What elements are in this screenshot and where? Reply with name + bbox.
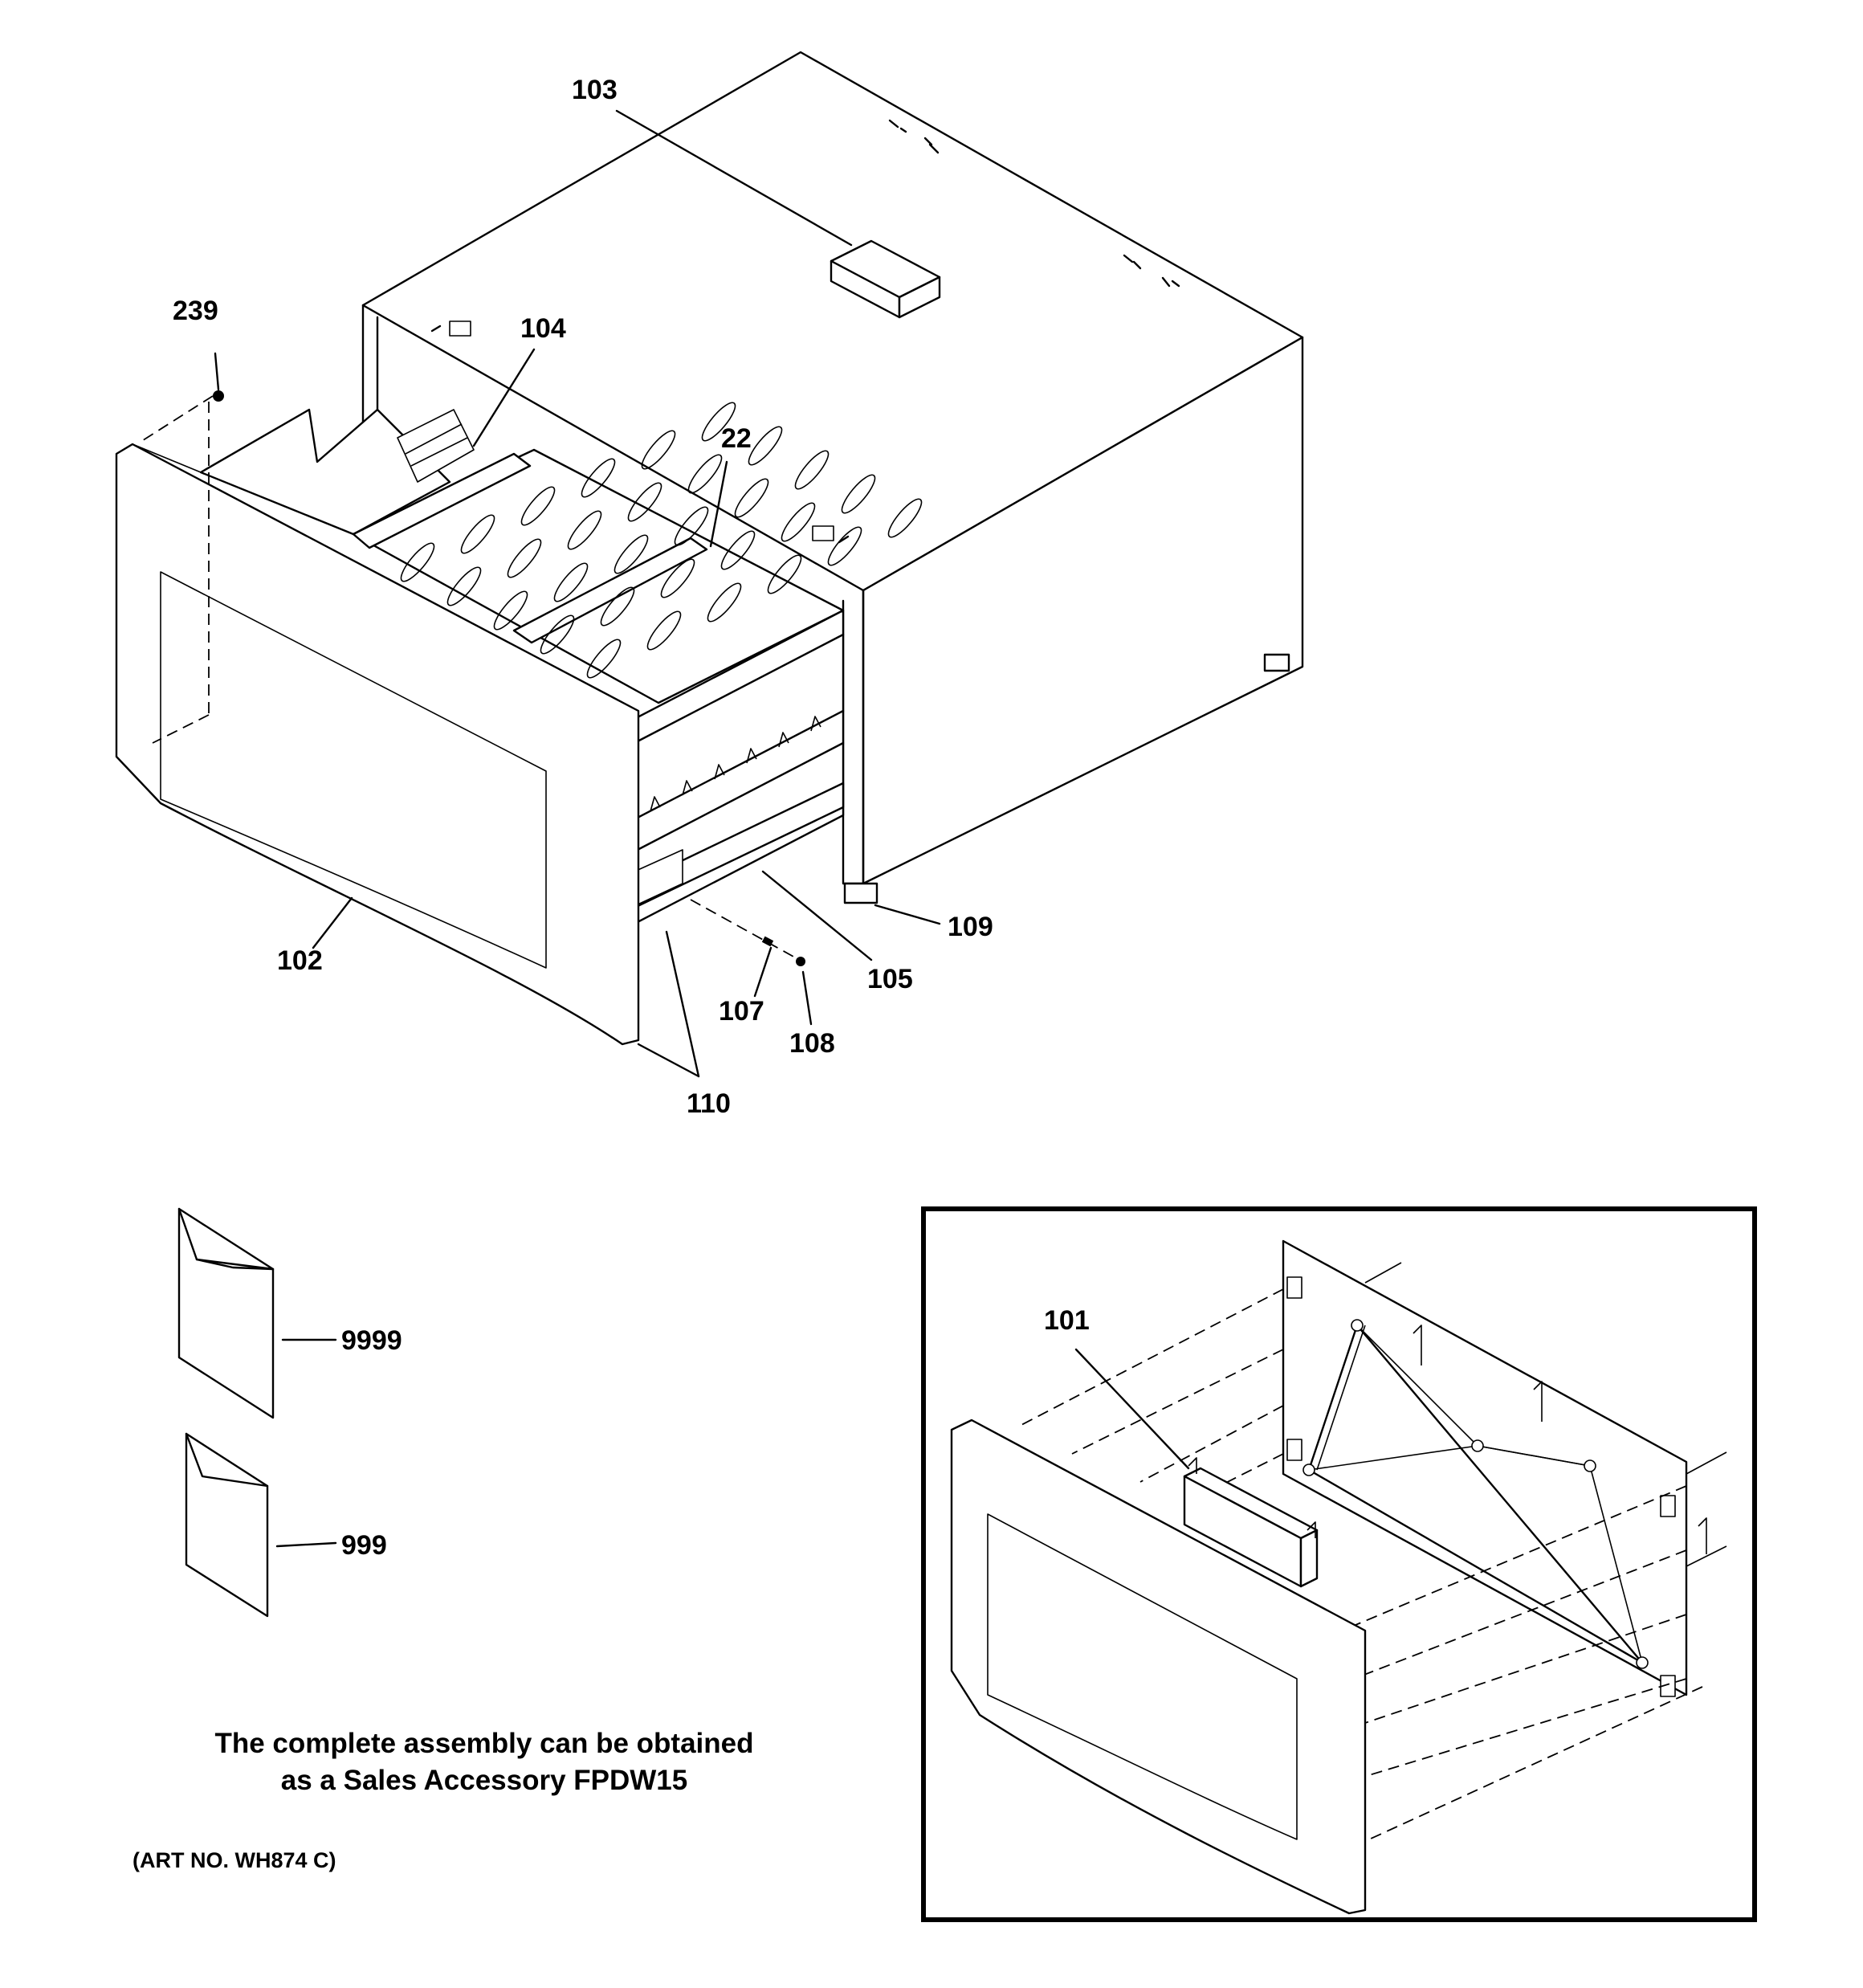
basket-slot <box>553 562 589 602</box>
callout-999: 999 <box>341 1530 387 1561</box>
callout-105: 105 <box>867 964 913 994</box>
basket-slot <box>646 610 682 651</box>
basket-slot <box>701 402 736 442</box>
callout-104: 104 <box>520 313 566 344</box>
basket-slot <box>460 514 495 554</box>
basket-slot <box>520 486 556 526</box>
basket-slot <box>734 478 769 518</box>
basket-slot <box>841 474 876 514</box>
part-101-bracket <box>1183 1457 1319 1588</box>
basket-slot <box>767 554 802 594</box>
callout-108: 108 <box>789 1028 835 1059</box>
callout-109: 109 <box>948 912 993 942</box>
basket-slot <box>660 558 695 598</box>
basket-slot <box>641 430 676 470</box>
art-number: (ART NO. WH874 C) <box>132 1848 336 1872</box>
callout-9999: 9999 <box>341 1325 402 1356</box>
note-line-1: The complete assembly can be obtained <box>214 1728 753 1759</box>
basket-slot <box>794 450 830 490</box>
basket-slot <box>614 534 649 574</box>
callout-110: 110 <box>687 1088 731 1119</box>
leveling-foot <box>843 882 879 904</box>
callout-101: 101 <box>1044 1305 1090 1336</box>
basket-slot <box>748 426 783 466</box>
basket-slot <box>586 639 622 679</box>
assembly-note: The complete assembly can be obtained as… <box>214 1728 753 1796</box>
basket-slot <box>674 506 709 546</box>
basket-slot <box>540 614 575 655</box>
basket-slot <box>581 458 616 498</box>
part-102-drawer-front <box>115 443 640 1046</box>
basket-slot <box>707 582 742 623</box>
part-239-screw <box>140 390 224 744</box>
pedestal-cabinet <box>361 51 1304 904</box>
basket-slot <box>600 586 635 627</box>
drawer-assembly <box>199 402 923 925</box>
callout-22: 22 <box>721 423 752 454</box>
basket-slot <box>400 542 435 582</box>
basket-slots <box>400 402 923 679</box>
part-107-108-hardware <box>690 899 805 966</box>
basket-slot <box>687 454 723 494</box>
literature-envelope-9999: 9999 <box>177 1207 402 1419</box>
basket-slot <box>720 530 756 570</box>
basket-slot <box>887 498 923 538</box>
callout-103: 103 <box>572 75 618 105</box>
leveling-foot-rear <box>1263 653 1290 672</box>
inset-drawer-front-detail: 101 <box>921 1206 1757 1922</box>
callout-labels-top: 103 239 104 22 102 109 105 107 108 110 <box>173 75 993 1119</box>
note-line-2: as a Sales Accessory FPDW15 <box>281 1765 688 1796</box>
leader-lines-top <box>214 109 941 1078</box>
basket-slot <box>627 482 662 522</box>
basket-slot <box>781 502 816 542</box>
literature-envelope-999: 999 <box>185 1432 387 1618</box>
basket-slot <box>493 590 528 631</box>
callout-107: 107 <box>719 996 764 1027</box>
basket-slot <box>507 538 542 578</box>
part-103-block <box>830 239 941 319</box>
basket-slot <box>567 510 602 550</box>
callout-102: 102 <box>277 945 323 976</box>
basket-slot <box>446 566 482 606</box>
basket-slot <box>827 526 862 566</box>
callout-239: 239 <box>173 296 218 326</box>
